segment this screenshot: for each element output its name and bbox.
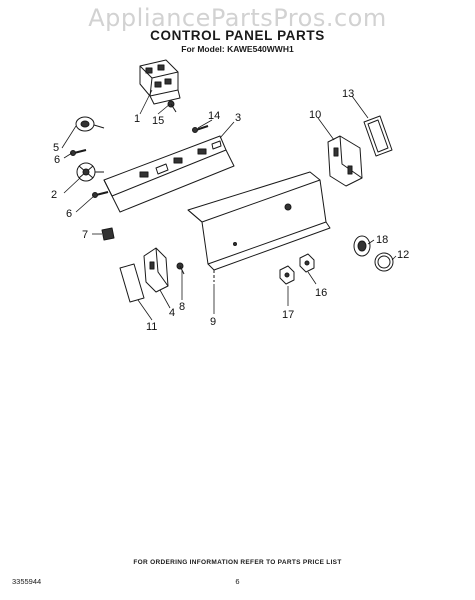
callout-14: 14: [208, 110, 220, 122]
part-screw-6-upper: [70, 149, 87, 156]
part-console-panel: [103, 135, 235, 213]
callout-16: 16: [315, 287, 327, 299]
part-rear-panel: [187, 171, 331, 282]
watermark: AppliancePartsPros.com: [88, 4, 387, 32]
part-clip: [101, 227, 115, 241]
part-nut-17: [279, 265, 295, 285]
callout-15: 15: [152, 115, 164, 127]
part-screw-14: [192, 125, 209, 133]
callout-6-upper: 6: [54, 154, 60, 166]
callout-8: 8: [179, 301, 185, 313]
callout-5: 5: [53, 142, 59, 154]
callout-1: 1: [134, 113, 140, 125]
part-screw-15: [167, 100, 177, 113]
part-lens-11: [119, 263, 145, 303]
part-washer-18: [353, 235, 371, 257]
model-label: For Model: KAWE540WWH1: [181, 44, 294, 54]
callout-12: 12: [397, 249, 409, 261]
page-number: 6: [235, 577, 240, 586]
callout-17: 17: [282, 309, 294, 321]
ordering-note: FOR ORDERING INFORMATION REFER TO PARTS …: [133, 559, 342, 566]
part-switch: [76, 162, 104, 182]
callout-3: 3: [235, 112, 241, 124]
callout-9: 9: [210, 316, 216, 328]
callout-13: 13: [342, 88, 354, 100]
part-bracket-4: [143, 247, 169, 293]
callout-2: 2: [51, 189, 57, 201]
part-screw-6-lower: [92, 191, 109, 198]
part-lens-13: [363, 115, 393, 157]
part-nut-16: [299, 253, 315, 273]
part-screw-8: [176, 262, 185, 275]
part-bracket-10: [327, 135, 363, 187]
leader-lines: [61, 89, 397, 321]
part-knob-5: [75, 116, 105, 132]
callout-11: 11: [146, 321, 157, 333]
callout-10: 10: [309, 109, 321, 121]
callout-6-lower: 6: [66, 208, 72, 220]
callout-7: 7: [82, 229, 88, 241]
document-number: 3355944: [12, 577, 42, 586]
part-cap-12: [374, 252, 394, 272]
callout-18: 18: [376, 234, 388, 246]
callout-4: 4: [169, 307, 175, 319]
part-timer-switch: [139, 59, 181, 105]
page-title: CONTROL PANEL PARTS: [150, 28, 325, 43]
